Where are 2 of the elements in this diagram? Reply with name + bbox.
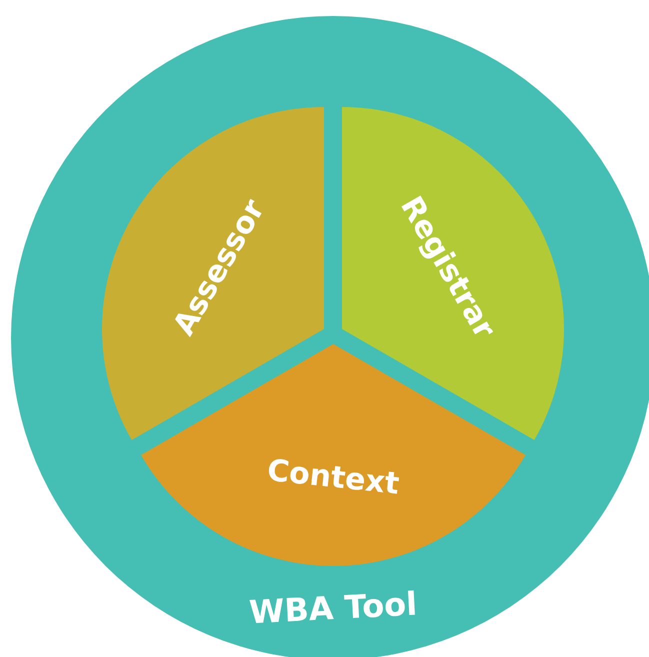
circle-label: WBA Tool bbox=[248, 584, 418, 632]
segment-label: Context bbox=[266, 452, 401, 502]
